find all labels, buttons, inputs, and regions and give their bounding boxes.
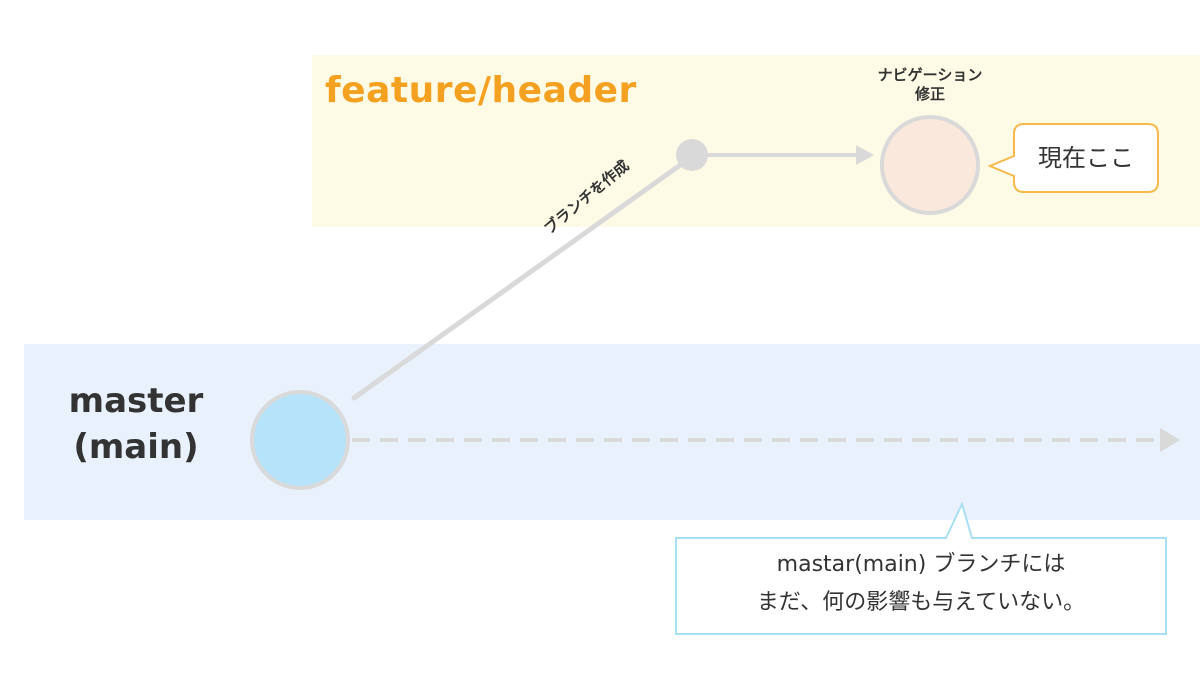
master-unaffected-text-line1: mastar(main) ブランチには: [776, 552, 1066, 577]
feature-arrow-head-icon: [856, 145, 874, 165]
feature-commit-node: [880, 115, 980, 215]
feature-commit-label-line2: 修正: [914, 85, 945, 103]
master-arrow-head-icon: [1160, 428, 1180, 452]
master-branch-name: master (main): [56, 378, 216, 470]
feature-commit-label-line1: ナビゲーション: [877, 66, 983, 84]
master-branch-lane: [24, 344, 1200, 520]
current-position-text: 現在ここ: [1038, 144, 1134, 172]
master-unaffected-text-line2: まだ、何の影響も与えていない。: [756, 590, 1086, 615]
branch-point-node: [676, 139, 708, 171]
master-branch-name-line2: (main): [73, 427, 199, 467]
feature-branch-name: feature/header: [325, 70, 637, 111]
master-unaffected-text: mastar(main) ブランチには まだ、何の影響も与えていない。: [676, 538, 1166, 634]
master-commit-node: [250, 390, 350, 490]
feature-commit-label: ナビゲーション 修正: [840, 66, 1020, 104]
current-position-callout: [987, 123, 1159, 193]
master-branch-name-line1: master: [68, 381, 204, 421]
branch-create-edge: [351, 155, 693, 401]
master-unaffected-callout: [675, 501, 1167, 635]
